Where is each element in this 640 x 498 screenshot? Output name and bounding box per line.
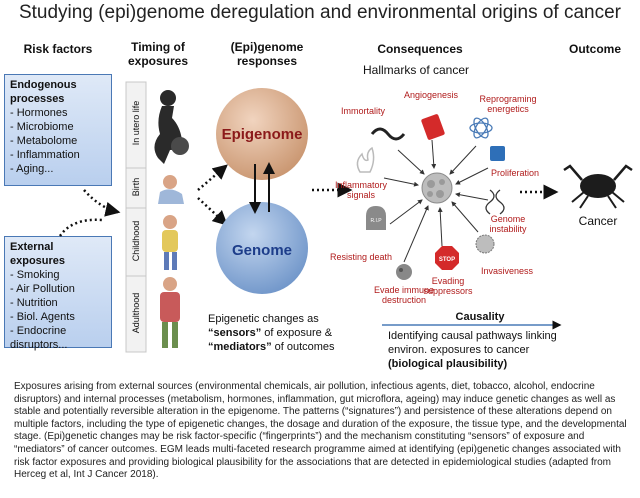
external-title: External exposures	[10, 241, 66, 267]
sensors-rest: of exposure &	[261, 327, 333, 339]
stop-sign-text: STOP	[439, 257, 455, 263]
adult-icon	[160, 277, 180, 348]
stop-sign-icon: STOP	[435, 246, 459, 270]
header-timing: Timing of exposures	[116, 40, 200, 68]
hallmark-arrows	[383, 139, 489, 263]
genome-circle	[216, 202, 308, 294]
cancer-label: Cancer	[578, 214, 618, 228]
page-title: Studying (epi)genome deregulation and en…	[18, 2, 622, 23]
hallmark-evading-suppressors: Evading suppressors	[416, 276, 480, 296]
hallmark-reprogramming: Reprograming energetics	[470, 94, 546, 114]
hallmark-evade-immune-line2: destruction	[381, 295, 427, 305]
header-timing-line2: exposures	[127, 54, 189, 68]
external-item: - Air Pollution	[10, 283, 75, 295]
tombstone-text: R.I.P	[370, 218, 382, 224]
causality-title: Causality	[455, 311, 505, 323]
external-box: External exposures - Smoking - Air Pollu…	[4, 236, 112, 351]
hallmark-evade-immune-line1: Evade immune	[373, 285, 435, 295]
angiogenesis-icon	[421, 114, 445, 140]
endogenous-title-line1: Endogenous	[10, 79, 77, 91]
endogenous-item: - Inflammation	[10, 149, 80, 161]
hallmark-proliferation: Proliferation	[490, 168, 540, 178]
invasiveness-icon	[475, 234, 495, 254]
pregnant-woman-icon	[154, 90, 189, 164]
stage-birth: Birth	[131, 177, 141, 197]
immune-cell-icon	[396, 264, 412, 280]
sensors-note-line2: “sensors” of exposure &	[208, 326, 368, 340]
immortality-icon	[370, 127, 406, 141]
epigenome-label: Epigenome	[221, 126, 303, 143]
causality-line2: environ. exposures to cancer	[388, 344, 530, 356]
hallmark-evade-immune: Evade immune destruction	[366, 285, 442, 305]
stage-in-utero: In utero life	[131, 100, 141, 146]
hallmark-angiogenesis: Angiogenesis	[403, 90, 459, 100]
tombstone-icon: R.I.P	[366, 206, 386, 230]
dna-icon	[485, 189, 505, 215]
epigenome-circle	[216, 88, 308, 180]
hallmark-genome-instability: Genome instability	[478, 214, 538, 234]
endogenous-item: - Hormones	[10, 107, 68, 119]
header-consequences: Consequences	[377, 42, 463, 56]
hallmark-inflammatory: Inflammatory signals	[328, 180, 394, 200]
hallmark-genome-instability-line1: Genome	[490, 214, 526, 224]
hallmark-invasiveness: Invasiveness	[480, 266, 534, 276]
header-timing-line1: Timing of	[131, 40, 185, 54]
arrow-to-genome	[197, 197, 228, 226]
external-item: - Endocrine	[10, 325, 67, 337]
crab-icon	[563, 164, 633, 209]
arrow-to-epigenome	[197, 164, 228, 191]
stage-childhood: Childhood	[131, 220, 141, 262]
arrow-external	[58, 218, 103, 237]
endogenous-item: - Metabolome	[10, 135, 78, 147]
external-item: - Nutrition	[10, 297, 58, 309]
external-item: disruptors...	[10, 339, 68, 351]
hallmark-reprogramming-line2: energetics	[487, 104, 529, 114]
header-responses-line2: responses	[236, 54, 298, 68]
hallmark-immortality: Immortality	[340, 106, 385, 116]
sensors-note-line1: Epigenetic changes as	[208, 313, 319, 325]
timing-bar	[125, 81, 147, 353]
stage-adulthood: Adulthood	[131, 292, 141, 334]
endogenous-item: - Aging...	[10, 163, 54, 175]
mediators-word: “mediators”	[208, 341, 272, 353]
diagram-graphics: R.I.P STOP	[58, 81, 633, 353]
cell-cluster-icon	[421, 172, 453, 204]
hallmarks-title: Hallmarks of cancer	[362, 63, 470, 77]
causality-text: Identifying causal pathways linking envi…	[388, 329, 588, 371]
proliferation-icon	[490, 146, 505, 161]
sensors-note-line3: “mediators” of outcomes	[208, 340, 368, 354]
sensors-word: “sensors”	[208, 327, 262, 339]
description-paragraph: Exposures arising from external sources …	[14, 381, 627, 481]
mediators-rest: of outcomes	[271, 341, 335, 353]
hallmark-evading-suppressors-line2: suppressors	[423, 286, 473, 296]
child-icon	[162, 215, 178, 270]
sensors-note: Epigenetic changes as “sensors” of expos…	[208, 312, 368, 354]
endogenous-item: - Microbiome	[10, 121, 74, 133]
hallmark-inflammatory-line1: Inflammatory	[334, 180, 387, 190]
baby-icon	[158, 175, 184, 204]
inflammation-icon	[356, 146, 375, 173]
header-risk-factors: Risk factors	[23, 42, 93, 56]
external-item: - Biol. Agents	[10, 311, 75, 323]
hallmark-genome-instability-line2: instability	[489, 224, 527, 234]
endogenous-title-line2: processes	[10, 93, 65, 105]
hallmark-evading-suppressors-line1: Evading	[431, 276, 465, 286]
hallmark-reprogramming-line1: Reprograming	[479, 94, 537, 104]
causality-line3: (biological plausibility)	[388, 358, 508, 370]
arrow-endogenous	[83, 189, 121, 217]
header-responses-line1: (Epi)genome	[230, 40, 304, 54]
hallmark-inflammatory-line2: signals	[346, 190, 375, 200]
endogenous-box: Endogenous processes - Hormones - Microb…	[4, 74, 112, 186]
header-outcome: Outcome	[568, 42, 621, 56]
external-item: - Smoking	[10, 269, 60, 281]
hallmark-resisting-death: Resisting death	[329, 252, 393, 262]
header-responses: (Epi)genome responses	[222, 40, 312, 68]
genome-label: Genome	[231, 242, 292, 259]
atom-icon	[469, 117, 493, 139]
causality-line1: Identifying causal pathways linking	[388, 330, 557, 342]
